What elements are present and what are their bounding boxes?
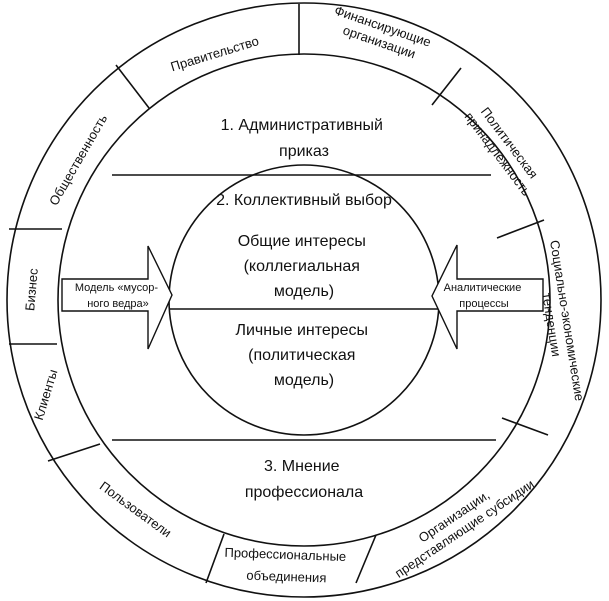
core-labels: Общие интересы (коллегиальная модель) Ли… bbox=[235, 233, 372, 389]
label-klienty: Клиенты bbox=[31, 368, 61, 422]
label-analytic-processes: Аналитические процессы bbox=[444, 282, 525, 310]
label-personal-interests: Личные интересы (политическая модель) bbox=[235, 322, 372, 389]
label-biznes: Бизнес bbox=[22, 267, 41, 311]
label-administrative: 1. Административный приказ bbox=[221, 117, 388, 160]
middle-circle bbox=[57, 53, 551, 547]
arrow-labels: Модель «мусор- ного ведра» Аналитические… bbox=[75, 282, 525, 310]
outer-circle bbox=[6, 2, 602, 598]
label-collective: 2. Коллективный выбор bbox=[216, 192, 392, 209]
divider-4 bbox=[496, 219, 545, 239]
divider-1 bbox=[115, 64, 150, 109]
label-garbage-can-model: Модель «мусор- ного ведра» bbox=[75, 282, 161, 310]
middle-ring-labels: 1. Административный приказ 2. Коллективн… bbox=[216, 117, 392, 501]
label-professional: 3. Мнение профессионала bbox=[245, 458, 363, 501]
divider-5 bbox=[501, 417, 549, 436]
outer-segment-dividers bbox=[9, 4, 549, 584]
label-polzovateli: Пользователи bbox=[97, 478, 174, 540]
left-arrow bbox=[61, 245, 173, 350]
label-obschestvennost: Общественность bbox=[46, 111, 110, 208]
label-organizacii: Организации, представляющие субсидии bbox=[383, 463, 537, 581]
divider-8 bbox=[47, 443, 101, 462]
divider-7 bbox=[205, 533, 225, 584]
divider-3 bbox=[431, 67, 462, 106]
divider-6 bbox=[355, 534, 377, 584]
label-professionalnye: Профессиональные объединения bbox=[223, 545, 350, 586]
label-pravitelstvo: Правительство bbox=[169, 33, 261, 74]
right-arrow bbox=[431, 244, 544, 350]
label-politicheskaya: Политическая принадлежность bbox=[462, 100, 547, 199]
label-common-interests: Общие интересы (коллегиальная модель) bbox=[238, 233, 371, 300]
label-socialno: Социально-экономические тенденции bbox=[531, 239, 588, 408]
